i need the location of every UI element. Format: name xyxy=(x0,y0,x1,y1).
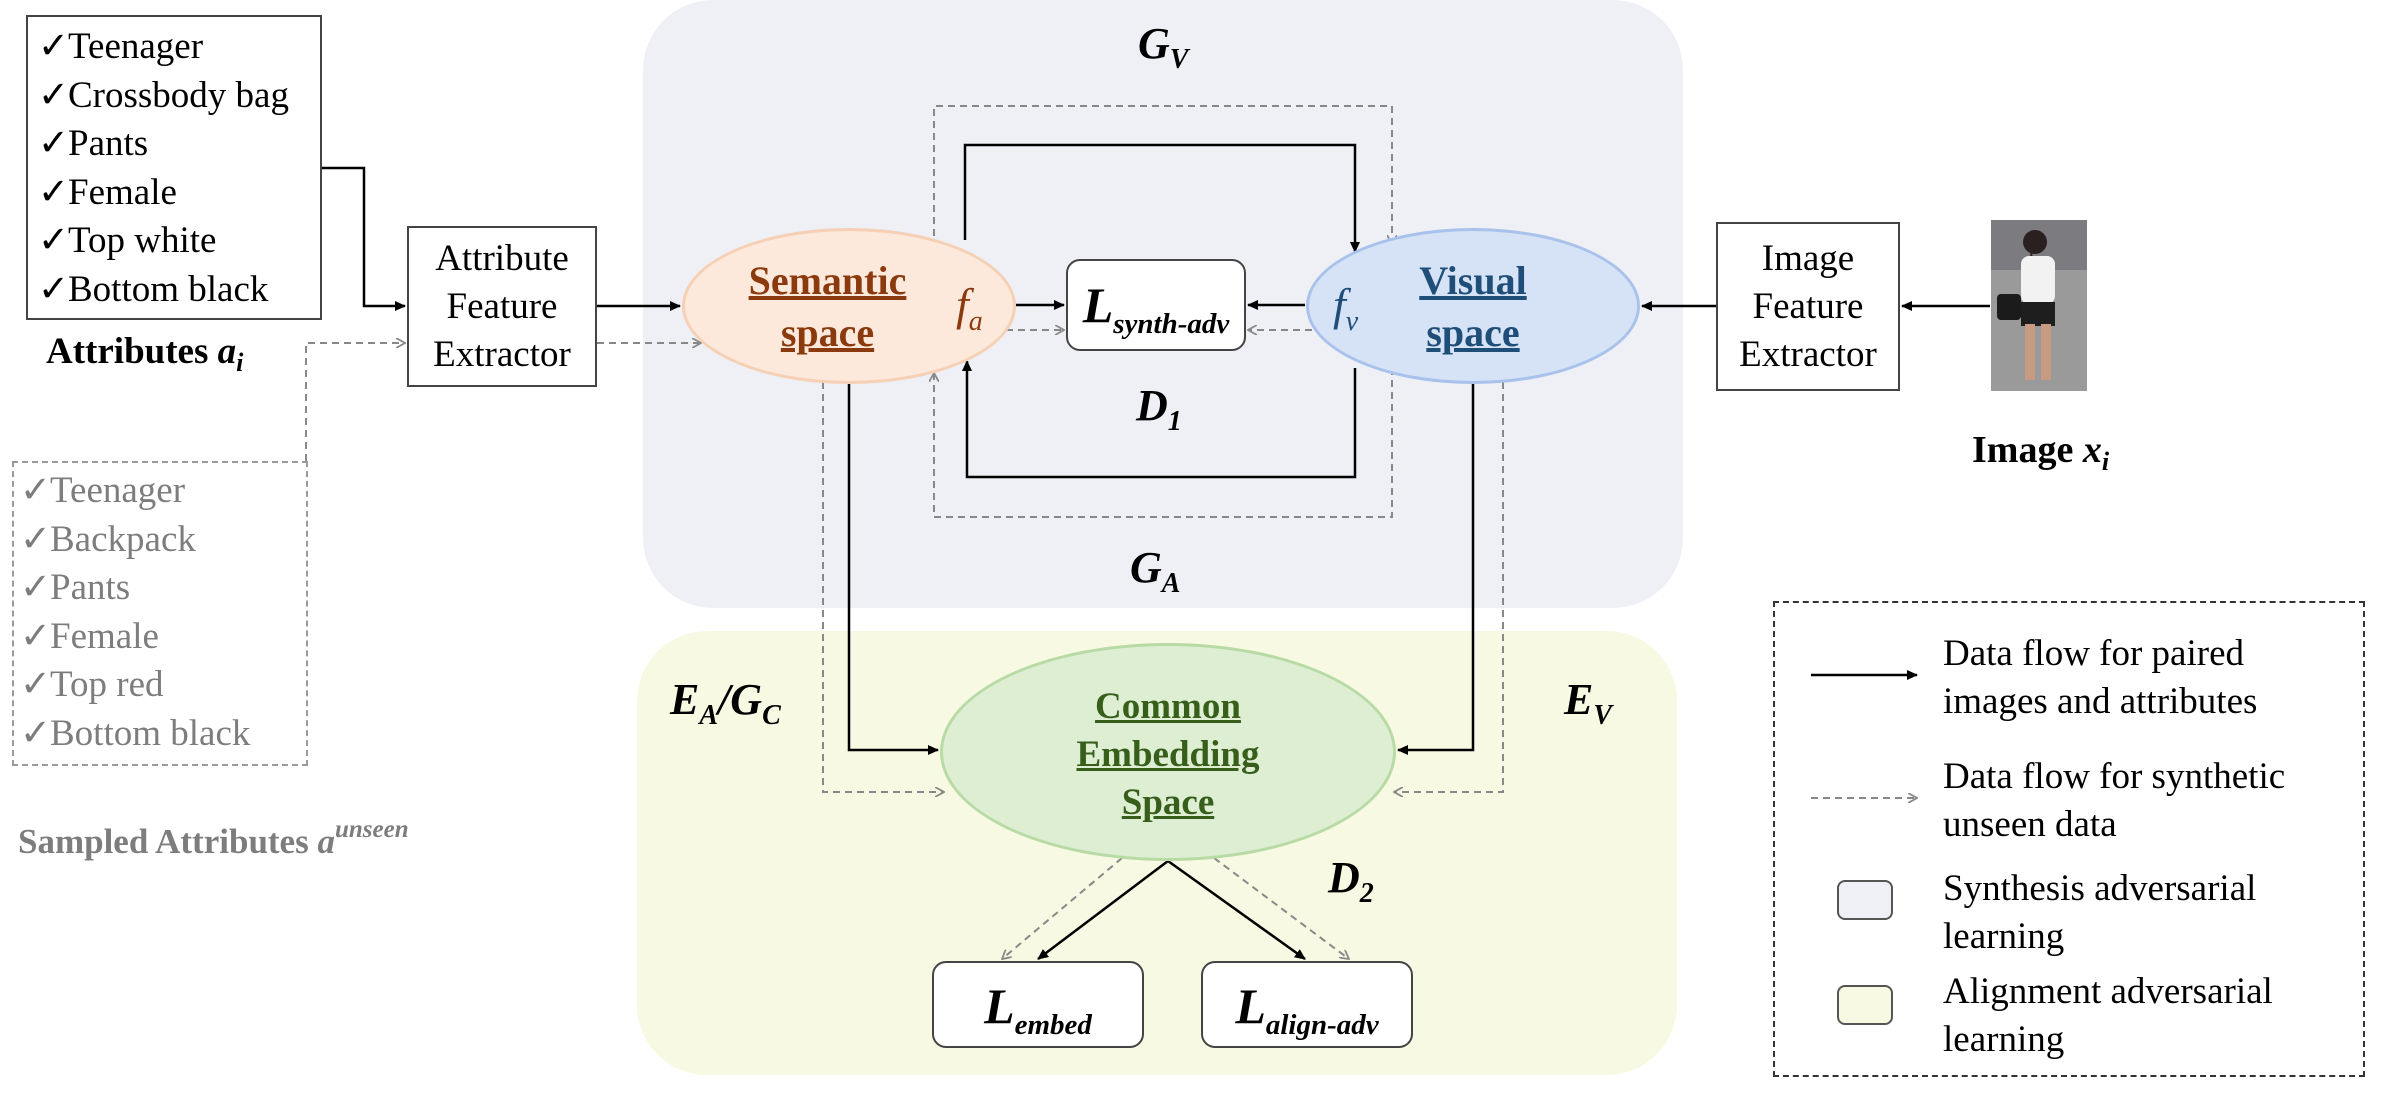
visual-feature-symbol: fv xyxy=(1333,279,1359,338)
dashed-common-to-lembed xyxy=(1002,857,1123,959)
attributes-label: Attributes ai xyxy=(46,331,244,377)
sampled-attribute-item: ✓Teenager xyxy=(20,467,306,516)
check-mark-icon: ✓ xyxy=(20,567,52,608)
check-mark-icon: ✓ xyxy=(38,74,70,116)
pedestrian-photo xyxy=(1991,220,2087,391)
legend-synthesis-swatch xyxy=(1837,880,1893,920)
seen-attribute-item: ✓Crossbody bag xyxy=(38,72,320,121)
seen-attribute-item: ✓Bottom black xyxy=(38,266,320,315)
seen-attribute-text: Female xyxy=(68,171,177,213)
sampled-attribute-item: ✓Backpack xyxy=(20,516,306,565)
check-mark-icon: ✓ xyxy=(38,268,70,310)
discriminator-d2-label: D2 xyxy=(1328,853,1374,909)
common-embedding-space-ellipse xyxy=(940,643,1396,861)
alignment-adversarial-loss-box: Lalign-adv xyxy=(1201,961,1413,1048)
image-extractor-line-1: Image xyxy=(1761,237,1855,279)
dashed-sampled-to-extractor xyxy=(305,343,405,461)
seen-attribute-item: ✓Teenager xyxy=(38,23,320,72)
check-mark-icon: ✓ xyxy=(20,615,52,657)
check-mark-icon: ✓ xyxy=(20,470,52,511)
attribute-feature-extractor: Attribute Feature Extractor xyxy=(407,226,597,387)
check-mark-icon: ✓ xyxy=(38,220,70,261)
generator-ga-label: GA xyxy=(1130,543,1181,599)
generator-gv-label: GV xyxy=(1138,19,1189,75)
arrow-gv-loop xyxy=(963,143,1360,253)
check-mark-icon: ✓ xyxy=(20,518,52,560)
image-extractor-line-2: Feature xyxy=(1752,285,1864,327)
sampled-attribute-item: ✓Bottom black xyxy=(20,710,306,759)
synthesis-adversarial-loss-box: Lsynth-adv xyxy=(1066,259,1246,351)
sampled-attribute-item: ✓Pants xyxy=(20,564,306,613)
seen-attribute-text: Bottom black xyxy=(68,268,269,310)
sampled-attributes-label: Sampled Attributes aunseen xyxy=(18,816,409,861)
legend-arrow-icons xyxy=(1811,670,1918,843)
check-mark-icon: ✓ xyxy=(20,664,52,705)
seen-attribute-item: ✓Pants xyxy=(38,120,320,169)
attribute-extractor-line-3: Extractor xyxy=(433,333,571,375)
check-mark-icon: ✓ xyxy=(38,171,70,213)
discriminator-d1-label: D1 xyxy=(1136,381,1182,437)
encoder-ev-label: EV xyxy=(1564,675,1613,731)
arrow-visual-to-common xyxy=(1397,384,1475,755)
semantic-space-ellipse xyxy=(682,228,1016,384)
dashed-gv-loop xyxy=(933,105,1392,244)
seen-attribute-text: Pants xyxy=(68,123,149,164)
legend-alignment-swatch xyxy=(1837,985,1893,1025)
sampled-attribute-text: Backpack xyxy=(50,518,196,560)
seen-attribute-text: Top white xyxy=(68,220,217,261)
sampled-attribute-text: Female xyxy=(50,615,159,657)
sampled-attribute-text: Top red xyxy=(50,664,164,705)
check-mark-icon: ✓ xyxy=(38,26,70,67)
dashed-common-to-lalign xyxy=(1213,857,1349,959)
image-feature-extractor: Image Feature Extractor xyxy=(1716,222,1900,391)
sampled-attribute-list-box: ✓Teenager✓Backpack✓Pants✓Female✓Top red✓… xyxy=(12,461,308,766)
sampled-attribute-item: ✓Top red xyxy=(20,661,306,710)
arrow-ga-loop xyxy=(962,360,1357,479)
seen-attribute-item: ✓Female xyxy=(38,169,320,218)
dashed-ga-loop xyxy=(934,368,1393,518)
arrow-semantic-to-common xyxy=(847,384,939,755)
encoder-ea-gc-label: EA/GC xyxy=(670,675,781,731)
embedding-loss-box: Lembed xyxy=(932,961,1144,1048)
check-mark-icon: ✓ xyxy=(20,712,52,754)
sampled-attribute-item: ✓Female xyxy=(20,613,306,662)
sampled-attribute-text: Teenager xyxy=(50,470,186,511)
sampled-attribute-text: Bottom black xyxy=(50,712,251,754)
dashed-visual-to-common xyxy=(1394,382,1504,792)
seen-attribute-text: Crossbody bag xyxy=(68,74,289,116)
seen-attribute-text: Teenager xyxy=(68,26,204,67)
image-extractor-line-3: Extractor xyxy=(1739,333,1877,375)
attribute-extractor-line-1: Attribute xyxy=(435,237,569,279)
semantic-feature-symbol: fa xyxy=(956,279,983,338)
check-mark-icon: ✓ xyxy=(38,123,70,164)
arrow-common-to-lalign xyxy=(1167,859,1306,961)
seen-attribute-item: ✓Top white xyxy=(38,217,320,266)
visual-space-ellipse xyxy=(1306,228,1640,384)
arrow-attributes-to-extractor xyxy=(322,166,406,311)
arrow-common-to-lembed xyxy=(1037,860,1169,960)
dashed-semantic-to-common xyxy=(822,382,944,792)
attribute-extractor-line-2: Feature xyxy=(446,285,558,327)
attribute-list-box: ✓Teenager✓Crossbody bag✓Pants✓Female✓Top… xyxy=(26,15,322,320)
image-label: Image xi xyxy=(1972,429,2110,476)
sampled-attribute-text: Pants xyxy=(50,567,131,608)
